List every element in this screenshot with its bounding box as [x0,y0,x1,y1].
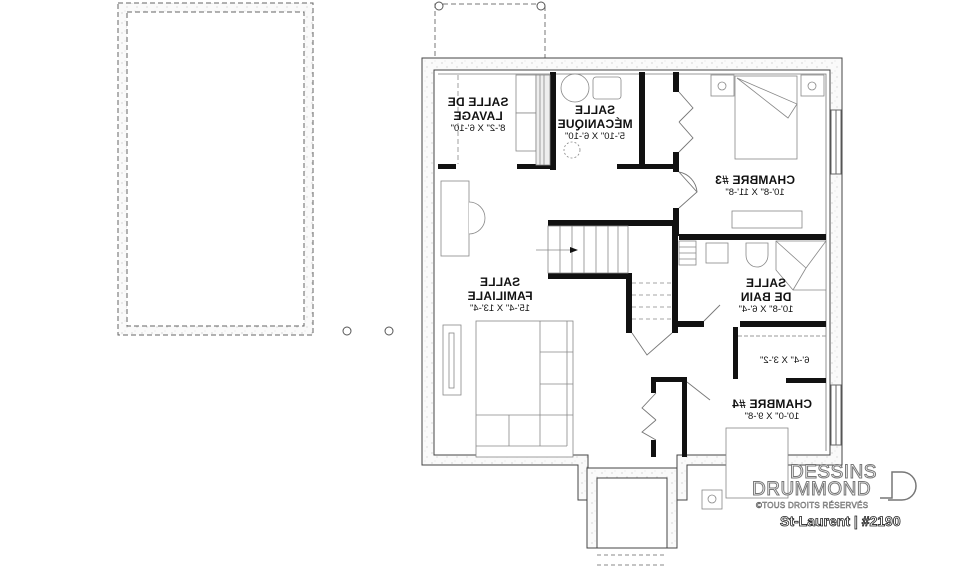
room-label-mechanical: SALLE MÉCANIQUE 5'-10" X 6'-10" [551,103,639,143]
laundry-fixtures [457,74,551,166]
room-label-bedroom3: CHAMBRE #3 10'-8" X 11'-8" [710,173,800,199]
watermark: DESSINS DRUMMOND ©TOUS DROITS RÉSERVÉS S… [751,462,922,542]
room-name: SALLE DE [447,95,509,109]
room-label-laundry: SALLE DE LAVAGE 8'-2" X 6'-10" [438,95,518,135]
mechanical-fixtures [560,73,622,159]
room-dimensions: 15'-4" X 13'-4" [470,302,531,314]
room-dimensions: 8'-2" X 6'-10" [450,122,506,134]
bathroom-fixtures [678,240,827,291]
room-dimensions: 10'-8" X 6'-4" [738,303,794,315]
room-label-family: SALLE FAMILIALE 15'-4" X 13'-4" [455,275,545,315]
model-label: St-Laurent | #2190 [780,513,901,530]
windows-right [830,109,842,446]
porch-outline [434,1,546,61]
bedroom3-furniture [710,74,825,229]
bedroom4-furniture [701,427,789,510]
watermark-copyright: ©TOUS DROITS RÉSERVÉS [756,501,869,511]
room-label-bedroom4: CHAMBRE #4 10'-0" X 9'-8" [722,397,822,423]
room-dimensions: 10'-8" X 11'-8" [725,186,785,198]
garage-outline [117,2,314,336]
entry-box [586,467,678,566]
drummond-logo-icon [880,471,917,501]
room-name: DE BAIN [740,289,792,304]
room-dimensions: 5'-10" X 6'-10" [565,130,626,142]
family-furniture [440,180,574,458]
room-name: SALLE [745,276,787,290]
room-name: SALLE [479,275,521,289]
watermark-brand-line1: DESSINS [790,462,877,484]
room-name: CHAMBRE #4 [732,397,813,411]
doors [631,91,721,441]
room-name: FAMILIALE [467,288,533,303]
post-icon [384,326,394,336]
stairs [536,225,672,320]
room-dimensions: 10'-0" X 9'-8" [744,410,800,422]
watermark-brand-line2: DRUMMOND [751,479,872,501]
room-name: MÉCANIQUE [557,116,633,131]
room-name: SALLE [574,103,616,117]
room-name: CHAMBRE #3 [715,173,796,187]
post-icon [342,326,352,336]
closet-dimensions: 6'-4" X 3'-2" [760,355,810,366]
interior-walls [438,72,826,457]
room-name: LAVAGE [453,108,503,123]
room-label-bathroom: SALLE DE BAIN 10'-8" X 6'-4" [726,276,806,316]
